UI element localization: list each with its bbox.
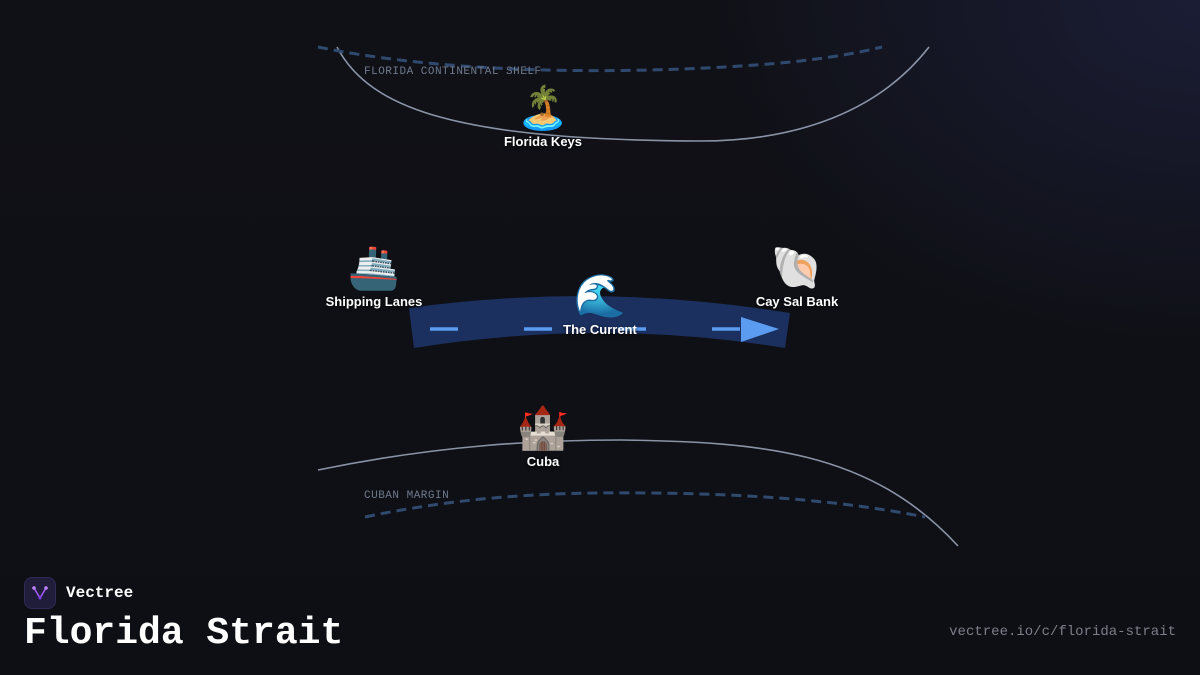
ship-icon: 🚢 bbox=[347, 243, 401, 292]
page-title: Florida Strait bbox=[24, 612, 344, 655]
node-cay-sal-bank: 🐚 Cay Sal Bank bbox=[717, 243, 877, 310]
island-icon: 🏝️ bbox=[516, 83, 570, 132]
node-label: Cuba bbox=[526, 454, 560, 469]
brand: Vectree bbox=[24, 577, 133, 609]
cuba-coastline bbox=[317, 439, 959, 547]
node-label: Florida Keys bbox=[503, 134, 583, 149]
page-url[interactable]: vectree.io/c/florida-strait bbox=[949, 624, 1176, 640]
current-band bbox=[409, 296, 790, 348]
wave-icon: 🌊 bbox=[573, 271, 627, 320]
cuban-margin-boundary bbox=[364, 491, 926, 519]
node-florida-keys: 🏝️ Florida Keys bbox=[463, 83, 623, 150]
region-label-cuban-margin: CUBAN MARGIN bbox=[364, 490, 450, 502]
region-label-florida-shelf: FLORIDA CONTINENTAL SHELF bbox=[364, 66, 542, 78]
node-shipping-lanes: 🚢 Shipping Lanes bbox=[294, 243, 454, 310]
node-cuba: 🏰 Cuba bbox=[463, 403, 623, 470]
florida-shelf-boundary bbox=[317, 45, 883, 73]
shell-icon: 🐚 bbox=[770, 243, 824, 292]
node-label: Cay Sal Bank bbox=[755, 294, 839, 309]
current-arrowhead bbox=[741, 317, 779, 342]
castle-icon: 🏰 bbox=[516, 403, 570, 452]
vectree-logo-icon bbox=[24, 577, 56, 609]
brand-name: Vectree bbox=[66, 584, 134, 602]
florida-coastline bbox=[336, 46, 930, 142]
node-label: Shipping Lanes bbox=[325, 294, 423, 309]
node-the-current: 🌊 The Current bbox=[520, 271, 680, 338]
node-label: The Current bbox=[563, 322, 637, 337]
